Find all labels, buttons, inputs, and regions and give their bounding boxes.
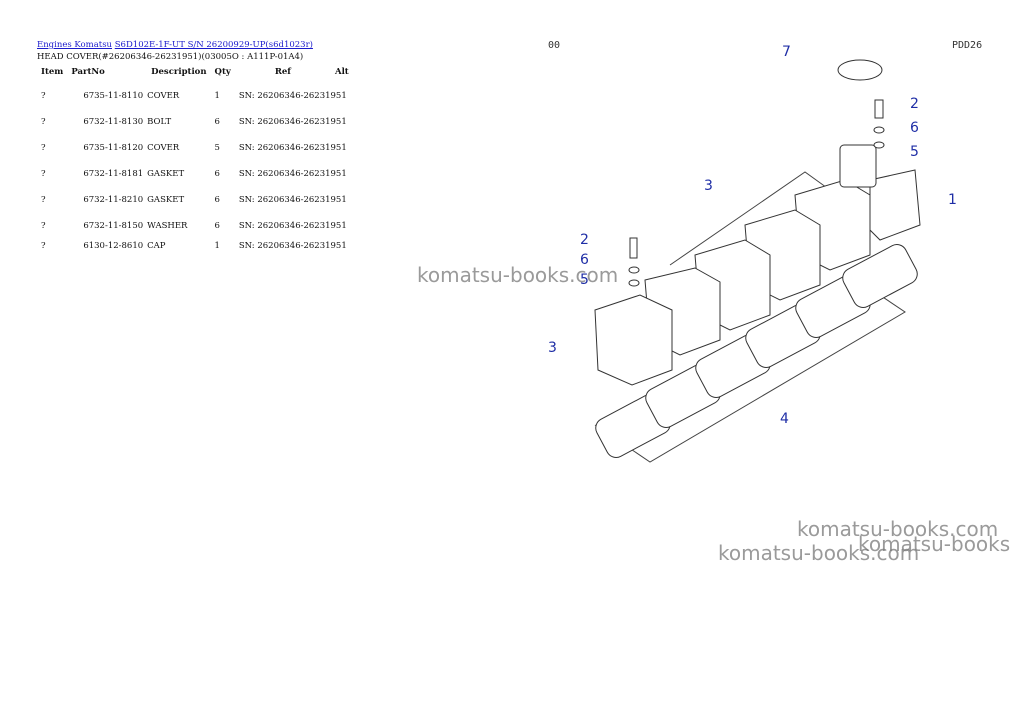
- cell-qty: 1: [214, 91, 220, 101]
- cell-ref: SN: 26206346-26231951: [238, 91, 347, 101]
- cell-qty: 6: [214, 117, 220, 127]
- cell-ref: SN: 26206346-26231951: [238, 195, 347, 205]
- cell-partno: 6732-11-8181: [83, 169, 144, 179]
- watermark: komatsu-books.com: [718, 541, 920, 565]
- cell-qty: 6: [214, 221, 220, 231]
- cell-item: ?: [41, 117, 46, 127]
- watermark: komatsu-books.com: [417, 263, 619, 287]
- table-row: ? 6732-11-8210 GASKET 6 SN: 26206346-262…: [37, 187, 353, 213]
- callout-3-front: 3: [548, 340, 557, 356]
- diagram-corner-left: 00: [548, 40, 560, 51]
- cell-ref: SN: 26206346-26231951: [238, 241, 347, 251]
- callout-6-front: 6: [580, 252, 589, 268]
- cell-item: ?: [41, 169, 46, 179]
- breadcrumb-link-engines[interactable]: Engines Komatsu: [37, 40, 113, 50]
- cell-item: ?: [41, 143, 46, 153]
- callout-5-top: 5: [910, 144, 919, 160]
- cell-qty: 5: [214, 143, 220, 153]
- col-header-ref: Ref: [274, 67, 291, 77]
- table-row: ? 6735-11-8110 COVER 1 SN: 26206346-2623…: [37, 83, 353, 109]
- col-header-qty: Qty: [214, 67, 231, 77]
- col-header-alt: Alt: [334, 67, 349, 77]
- table-header-row: Item PartNo Description Qty Ref Alt: [37, 66, 353, 83]
- callout-4: 4: [780, 411, 789, 427]
- table-row: ? 6732-11-8130 BOLT 6 SN: 26206346-26231…: [37, 109, 353, 135]
- washer-icon-front-2: [628, 279, 640, 287]
- breadcrumb-link-model[interactable]: S6D102E-1F-UT S/N 26200929-UP(s6d1023r): [114, 40, 313, 50]
- table-row: ? 6732-11-8150 WASHER 6 SN: 26206346-262…: [37, 213, 353, 239]
- cell-item: ?: [41, 195, 46, 205]
- diagram-corner-right: PDD26: [952, 40, 982, 51]
- cell-partno: 6732-11-8150: [83, 221, 144, 231]
- cell-description: COVER: [147, 143, 180, 153]
- bolt-icon-front: [629, 237, 638, 259]
- cell-ref: SN: 26206346-26231951: [238, 169, 347, 179]
- cap-icon: [837, 59, 883, 81]
- cell-description: WASHER: [147, 221, 188, 231]
- cell-partno: 6732-11-8130: [83, 117, 144, 127]
- cover-1: [594, 294, 673, 386]
- cell-ref: SN: 26206346-26231951: [238, 143, 347, 153]
- cell-item: ?: [41, 91, 46, 101]
- washer-icon-front: [628, 266, 640, 274]
- gasket-6: [842, 244, 918, 308]
- bolt-icon: [874, 99, 884, 119]
- washer-icon-2: [873, 141, 885, 149]
- cell-description: GASKET: [147, 169, 185, 179]
- callout-6-top: 6: [910, 120, 919, 136]
- cell-item: ?: [41, 221, 46, 231]
- cell-description: GASKET: [147, 195, 185, 205]
- callout-2-top: 2: [910, 96, 919, 112]
- callout-3-top: 3: [704, 178, 713, 194]
- gasket-group: [594, 171, 918, 463]
- col-header-description: Description: [151, 67, 207, 77]
- parts-table: Item PartNo Description Qty Ref Alt ? 67…: [37, 66, 353, 255]
- cell-qty: 1: [214, 241, 220, 251]
- col-header-partno: PartNo: [71, 67, 105, 77]
- cell-ref: SN: 26206346-26231951: [238, 117, 347, 127]
- table-row: ? 6735-11-8120 COVER 5 SN: 26206346-2623…: [37, 135, 353, 161]
- filler-neck: [839, 144, 877, 188]
- cover-group: [594, 59, 921, 386]
- table-row: ? 6732-11-8181 GASKET 6 SN: 26206346-262…: [37, 161, 353, 187]
- cell-partno: 6735-11-8110: [83, 91, 144, 101]
- cell-qty: 6: [214, 195, 220, 205]
- parts-diagram: 00 PDD26 7 2 6 5 3 1 2 6 5 3: [548, 40, 982, 463]
- washer-icon: [873, 126, 885, 134]
- page-title: HEAD COVER(#26206346-26231951)(03005O : …: [37, 52, 304, 62]
- cell-partno: 6130-12-8610: [83, 241, 144, 251]
- cell-partno: 6735-11-8120: [83, 143, 144, 153]
- cell-description: COVER: [147, 91, 180, 101]
- watermark: komatsu-books: [858, 532, 1011, 556]
- cell-item: ?: [41, 241, 46, 251]
- cover-6: [869, 169, 921, 241]
- callout-1: 1: [948, 192, 957, 208]
- cell-description: CAP: [147, 241, 166, 251]
- cell-qty: 6: [214, 169, 220, 179]
- breadcrumb: Engines Komatsu S6D102E-1F-UT S/N 262009…: [37, 40, 313, 50]
- table-row: ? 6130-12-8610 CAP 1 SN: 26206346-262319…: [37, 239, 353, 255]
- cell-partno: 6732-11-8210: [83, 195, 144, 205]
- callout-5-front: 5: [580, 272, 589, 288]
- cell-ref: SN: 26206346-26231951: [238, 221, 347, 231]
- cell-description: BOLT: [147, 117, 172, 127]
- watermark: komatsu-books.com: [797, 517, 999, 541]
- callout-2-front: 2: [580, 232, 589, 248]
- callout-7: 7: [782, 44, 791, 60]
- col-header-item: Item: [41, 67, 64, 77]
